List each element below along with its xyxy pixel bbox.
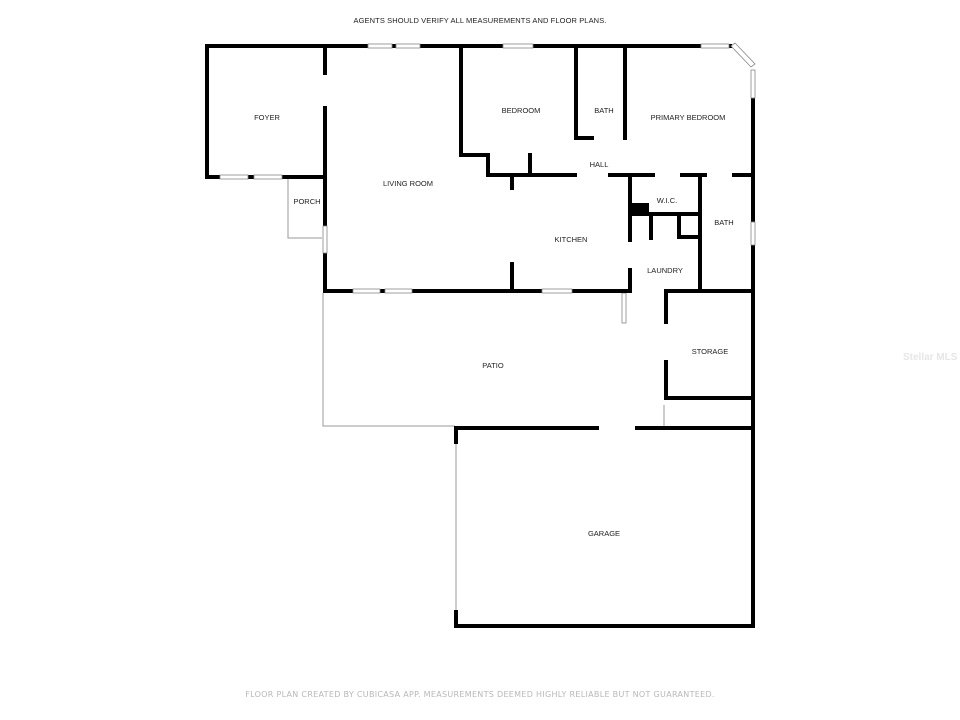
room-wic: W.I.C.: [657, 196, 677, 205]
room-foyer: FOYER: [254, 113, 280, 122]
room-primary-bedroom: PRIMARY BEDROOM: [651, 113, 726, 122]
room-living-room: LIVING ROOM: [383, 179, 433, 188]
room-laundry: LAUNDRY: [647, 266, 683, 275]
windows: [219, 42, 756, 294]
bottom-disclaimer: FLOOR PLAN CREATED BY CUBICASA APP. MEAS…: [245, 690, 715, 699]
room-garage: GARAGE: [588, 529, 620, 538]
thin-outlines: [287, 178, 665, 610]
column-block: [631, 203, 649, 216]
room-porch: PORCH: [293, 197, 320, 206]
room-storage: STORAGE: [692, 347, 729, 356]
room-bedroom: BEDROOM: [502, 106, 541, 115]
walls: [205, 44, 755, 628]
room-bath-hall: BATH: [594, 106, 613, 115]
watermark: Stellar MLS: [903, 352, 958, 363]
room-bath-primary: BATH: [714, 218, 733, 227]
top-disclaimer: AGENTS SHOULD VERIFY ALL MEASUREMENTS AN…: [353, 16, 607, 25]
room-labels: FOYER PORCH LIVING ROOM BEDROOM BATH HAL…: [254, 106, 734, 538]
room-patio: PATIO: [482, 361, 504, 370]
room-hall: HALL: [590, 160, 609, 169]
room-kitchen: KITCHEN: [555, 235, 588, 244]
